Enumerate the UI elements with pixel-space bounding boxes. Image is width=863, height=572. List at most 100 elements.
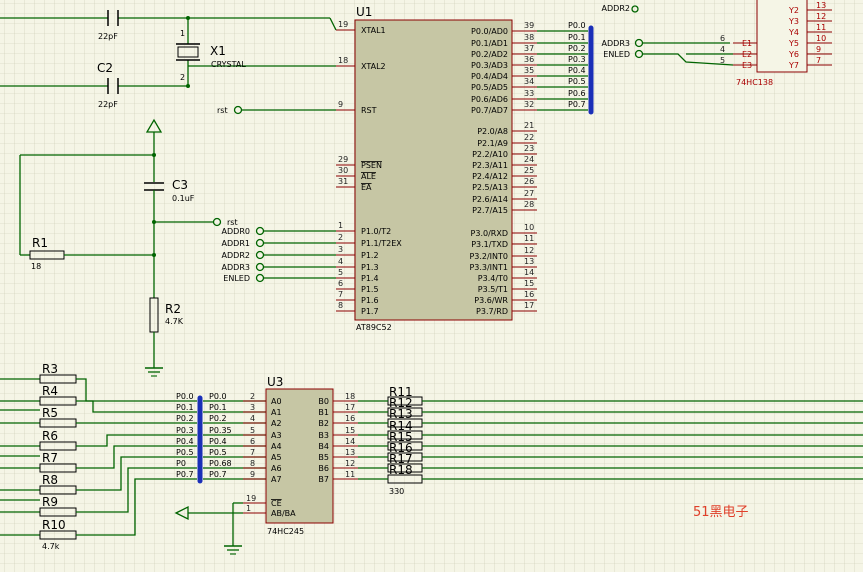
u3-pin-name-b6: B6	[318, 464, 329, 473]
resistor-ref-r14: R14	[389, 419, 413, 433]
u2-pin-num-4: 4	[720, 45, 725, 54]
u1-pin-num-39: 39	[524, 21, 534, 30]
u1-pin-name-30: ALE	[361, 172, 376, 181]
u2-pin-num-7: 7	[816, 56, 821, 65]
p0-net-label-0: P0.0	[568, 21, 586, 30]
right-resistor-value: 330	[389, 487, 404, 496]
u2-pin-name-y3: Y3	[788, 17, 799, 26]
u2-pin-num-9: 9	[816, 45, 821, 54]
rst-terminal[interactable]: rst	[217, 105, 336, 115]
u2-part: 74HC138	[736, 78, 773, 87]
u1-pin-name-12: P3.2/INT0	[469, 252, 508, 261]
u1-pin-name-31: EA	[361, 183, 372, 192]
u1-pin-name-11: P3.1/TXD	[471, 240, 508, 249]
u2-pin-name-e2: E2	[742, 50, 752, 59]
u2-terminal-addr3[interactable]	[634, 38, 644, 48]
u3-pin-name-b4: B4	[318, 442, 329, 451]
crystal-value: CRYSTAL	[211, 60, 246, 69]
u3-pin-num-7: 7	[250, 448, 255, 457]
p1-terminal-addr2[interactable]	[255, 250, 265, 260]
u2-pin-num-10: 10	[816, 34, 826, 43]
resistor-ref-r8: R8	[42, 473, 58, 487]
u1-pin-name-35: P0.4/AD4	[471, 72, 508, 81]
u3-bus-label-4: P0.4	[176, 437, 194, 446]
u3-bus-label-3: P0.3	[176, 426, 194, 435]
p1-net-label-addr0: ADDR0	[222, 227, 250, 236]
watermark: 51黑电子	[693, 505, 749, 520]
u1-chip[interactable]: U1 AT89C52 19XTAL118XTAL29RST29PSEN30ALE…	[336, 5, 537, 332]
u1-pin-num-15: 15	[524, 279, 534, 288]
u2-body	[756, 0, 808, 73]
u3-pin-num-5: 5	[250, 426, 255, 435]
u3-pin-name-19: CE	[271, 499, 282, 508]
u3-pin-name-a4: A4	[271, 442, 282, 451]
u1-pin-name-6: P1.5	[361, 285, 379, 294]
u1-left-pins: 19XTAL118XTAL29RST29PSEN30ALE31EA1P1.0/T…	[336, 20, 402, 316]
u1-pin-name-25: P2.4/A12	[472, 172, 508, 181]
u3-pin-name-b0: B0	[318, 397, 329, 406]
u3-part: 74HC245	[267, 527, 304, 536]
u1-pin-name-37: P0.2/AD2	[471, 50, 508, 59]
u2-terminal-enled[interactable]	[634, 49, 644, 59]
resistor-ref-r13: R13	[389, 407, 413, 421]
u3-pin-name-a2: A2	[271, 419, 282, 428]
c1-value: 22pF	[98, 32, 118, 41]
u3-pin-num-15: 15	[345, 426, 355, 435]
u3-bus-label-2: P0.2	[176, 414, 194, 423]
u1-pin-name-23: P2.2/A10	[472, 150, 508, 159]
crystal-symbol[interactable]	[177, 46, 199, 58]
u3-pin-name-b3: B3	[318, 431, 329, 440]
resistor-ref-r10: R10	[42, 518, 66, 532]
p1-terminal-addr1[interactable]	[255, 238, 265, 248]
c2-ref: C2	[97, 61, 113, 75]
u3-pin-num-4: 4	[250, 414, 255, 423]
r2-value: 4.7K	[165, 317, 184, 326]
r1-ref: R1	[32, 236, 48, 250]
u1-pin-num-11: 11	[524, 234, 534, 243]
u1-pin-num-14: 14	[524, 268, 534, 277]
p1-net-label-addr2: ADDR2	[222, 251, 250, 260]
u2-chip[interactable]: 74HC138 6E14E25E312Y311Y410Y59Y67Y713Y2 …	[602, 0, 832, 87]
p1-terminal-enled[interactable]	[255, 273, 265, 283]
u3-bus-label-7: P0.7	[176, 470, 194, 479]
resistor-ref-r11: R11	[389, 385, 413, 399]
u2-terminal-addr2[interactable]	[631, 5, 639, 13]
u3-control-wiring	[174, 502, 243, 555]
u3-pin-num-8: 8	[250, 459, 255, 468]
u1-body	[354, 19, 513, 321]
reset-circuit: C3 0.1uF R1 18 rst R2 4.7K	[19, 118, 238, 377]
u2-pin-name-y5: Y5	[788, 39, 799, 48]
u2-net-label-addr3: ADDR3	[602, 39, 630, 48]
u1-pin-num-2: 2	[338, 233, 343, 242]
u1-ref: U1	[356, 5, 372, 19]
u3-net-label-5: P0.5	[209, 448, 227, 457]
u1-pin-name-24: P2.3/A11	[472, 161, 508, 170]
u3-pin-name-a3: A3	[271, 431, 282, 440]
p1-terminal-addr0[interactable]	[255, 226, 265, 236]
resistor-ref-r3: R3	[42, 362, 58, 376]
u1-pin-name-32: P0.7/AD7	[471, 106, 508, 115]
u1-pin-num-16: 16	[524, 290, 534, 299]
p1-net-label-addr1: ADDR1	[222, 239, 250, 248]
u1-pin-name-9: RST	[361, 106, 377, 115]
u3-pin-num-3: 3	[250, 403, 255, 412]
u1-pin-name-38: P0.1/AD1	[471, 39, 508, 48]
u1-pin-num-5: 5	[338, 268, 343, 277]
u3-pin-name-b5: B5	[318, 453, 329, 462]
p1-terminal-addr3[interactable]	[255, 262, 265, 272]
u3-pin-name-1: AB/BA	[271, 509, 296, 518]
u1-pin-name-14: P3.4/T0	[478, 274, 508, 283]
u1-pin-name-36: P0.3/AD3	[471, 61, 508, 70]
u1-pin-name-8: P1.7	[361, 307, 379, 316]
u2-pin-name-e3: E3	[742, 61, 752, 70]
c3-value: 0.1uF	[172, 194, 195, 203]
u1-pin-name-17: P3.7/RD	[476, 307, 508, 316]
u3-pin-name-a6: A6	[271, 464, 282, 473]
u1-pin-num-18: 18	[338, 56, 348, 65]
u1-pin-name-10: P3.0/RXD	[471, 229, 508, 238]
